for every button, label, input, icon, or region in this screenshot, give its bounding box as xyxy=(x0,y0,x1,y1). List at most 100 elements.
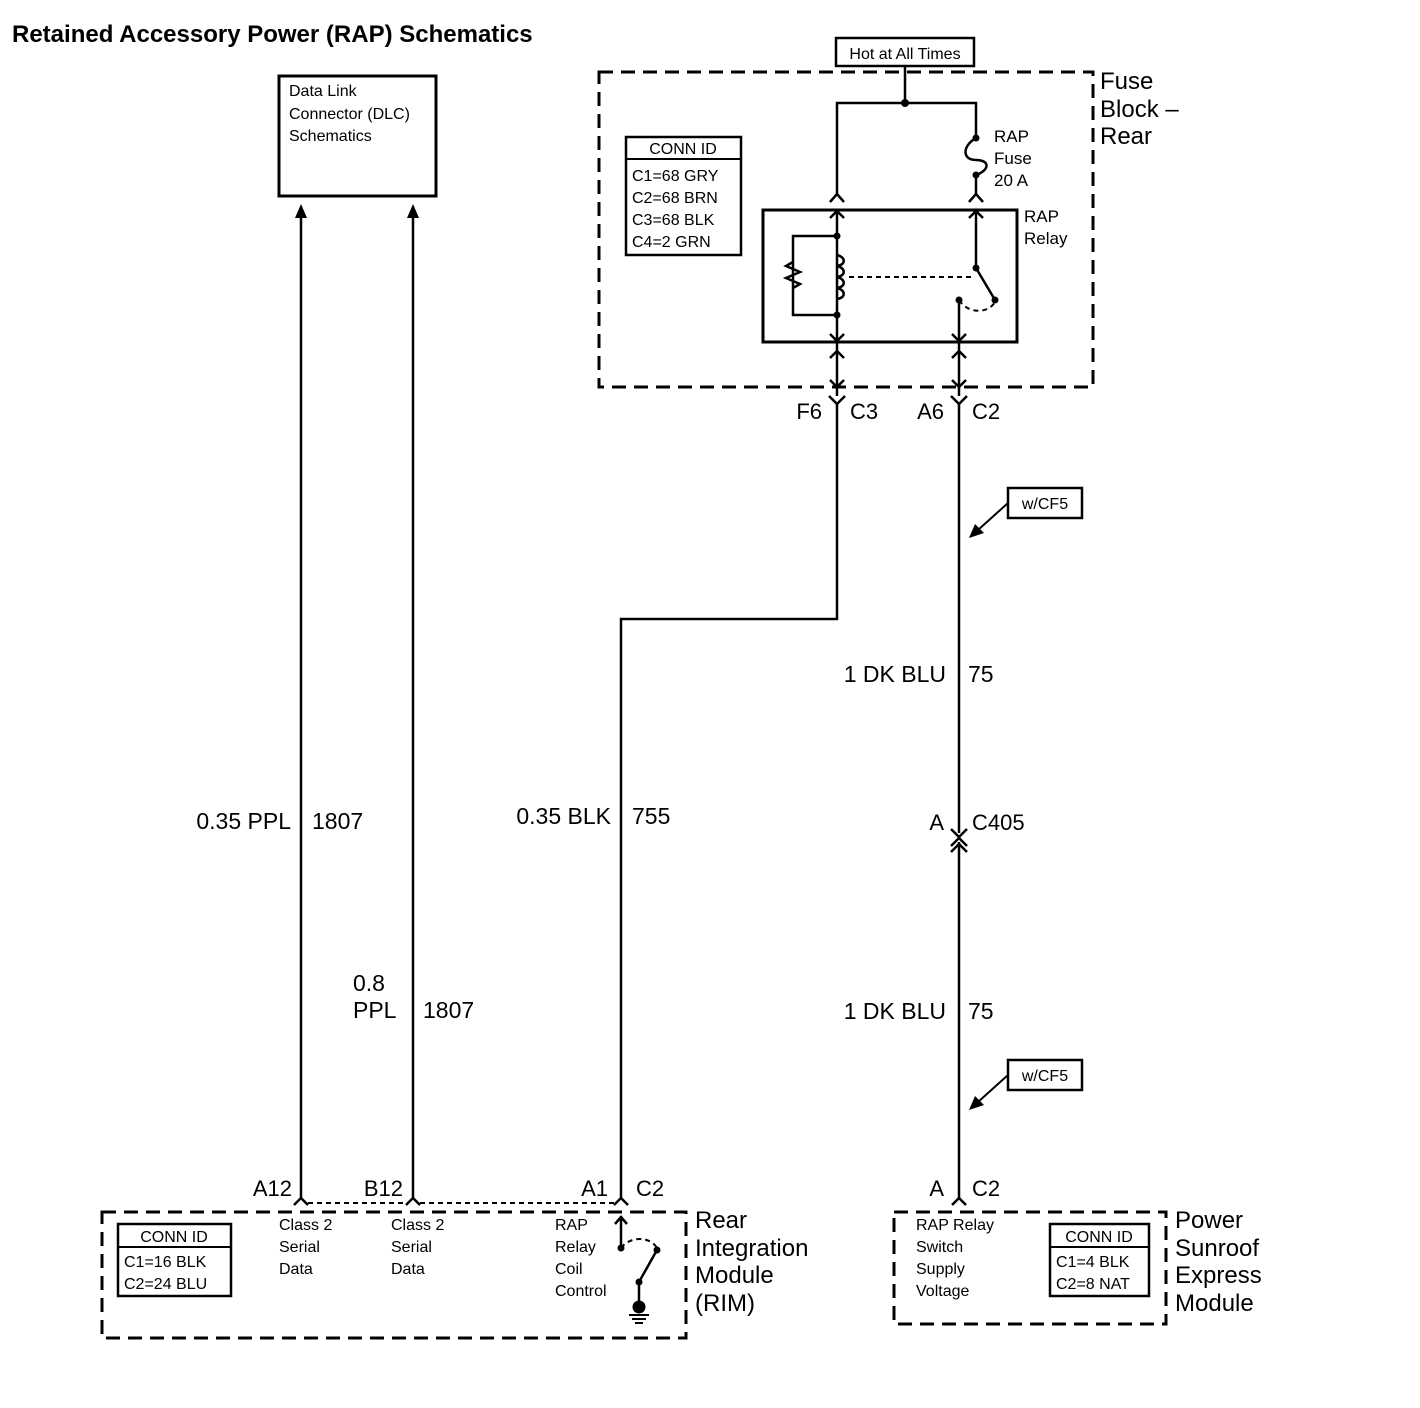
fuse-label-line-3: 20 A xyxy=(994,171,1029,190)
sunroof-pin-desc: Switch xyxy=(916,1239,963,1256)
wire-gauge-label: 0.35 BLK xyxy=(516,803,611,829)
rim-pin-label: B12 xyxy=(364,1176,403,1201)
fuse-label-line-1: RAP xyxy=(994,127,1029,146)
ground-icon xyxy=(632,1300,646,1314)
connector-chevron-icon xyxy=(950,395,968,406)
wire-gauge-label: 1 DK BLU xyxy=(844,998,946,1024)
rim-name-line-3: Module xyxy=(695,1262,774,1289)
wire-circuit-label: 75 xyxy=(968,998,994,1024)
bus-bar-wire xyxy=(835,101,978,195)
fuse-icon xyxy=(964,136,988,177)
wire-gauge-label: PPL xyxy=(353,997,397,1023)
sunroof-pin-desc: Voltage xyxy=(916,1283,969,1300)
fuse-label-line-2: Fuse xyxy=(994,149,1032,168)
connector-chevron-icon xyxy=(613,1196,629,1206)
fuse-block-conn-id-table: CONN ID C1=68 GRY C2=68 BRN C3=68 BLK C4… xyxy=(624,135,743,257)
resistor-icon xyxy=(782,260,804,290)
sunroof-pin-desc: Supply xyxy=(916,1261,965,1278)
hot-at-all-times-label: Hot at All Times xyxy=(834,36,976,68)
sunroof-name-line-1: Power xyxy=(1175,1207,1243,1234)
sunroof-name-line-3: Express xyxy=(1175,1262,1262,1289)
wire-circuit-label: 75 xyxy=(968,661,994,687)
svg-text:w/CF5: w/CF5 xyxy=(1021,496,1068,513)
rim-pin-desc: Class 2 xyxy=(391,1217,444,1234)
inline-connector-pin: A xyxy=(929,810,944,835)
connector-chevron-icon xyxy=(828,395,846,406)
rim-pin-label: A12 xyxy=(253,1176,292,1201)
fuse-block-name-line-2: Block – xyxy=(1100,96,1179,123)
option-tag-lower: w/CF5 xyxy=(969,1058,1084,1110)
conn-id-row: C3=68 BLK xyxy=(632,212,715,229)
sunroof-pin-desc: RAP Relay xyxy=(916,1217,994,1234)
arrow-icon xyxy=(969,1096,984,1110)
rim-pin-desc: Serial xyxy=(279,1239,320,1256)
rim-pin-desc: Data xyxy=(391,1261,425,1278)
sunroof-name-line-4: Module xyxy=(1175,1290,1254,1317)
dlc-label-line-2: Connector (DLC) xyxy=(289,106,410,123)
rim-pin-label: A1 xyxy=(581,1176,608,1201)
conn-id-header: CONN ID xyxy=(1065,1229,1133,1246)
inline-connector-name: C405 xyxy=(972,810,1025,835)
conn-id-header: CONN ID xyxy=(649,141,717,158)
connector-chevron-icon xyxy=(968,192,984,203)
rim-switch-icon xyxy=(637,1249,659,1283)
wire-gauge-label: 0.8 xyxy=(353,970,385,996)
fuse-block-name-line-1: Fuse xyxy=(1100,68,1153,95)
wire-755[interactable] xyxy=(619,404,839,1198)
wire-circuit-label: 755 xyxy=(632,803,670,829)
rim-pin-desc: RAP xyxy=(555,1217,588,1234)
page-title: Retained Accessory Power (RAP) Schematic… xyxy=(12,21,533,48)
pin-label: A6 xyxy=(917,399,944,424)
sunroof-name-line-2: Sunroof xyxy=(1175,1235,1259,1262)
rim-name-line-1: Rear xyxy=(695,1207,747,1234)
conn-id-row: C1=4 BLK xyxy=(1056,1254,1130,1271)
dlc-label-line-1: Data Link xyxy=(289,83,358,100)
connector-label: C3 xyxy=(850,399,878,424)
connector-chevron-icon xyxy=(405,1196,421,1206)
rim-pin-desc: Data xyxy=(279,1261,313,1278)
sunroof-pin-label: A xyxy=(929,1176,944,1201)
rear-integration-module[interactable] xyxy=(100,1210,688,1340)
svg-text:w/CF5: w/CF5 xyxy=(1021,1068,1068,1085)
rim-pin-desc: Control xyxy=(555,1283,607,1300)
relay-switch-icon xyxy=(974,267,997,301)
conn-id-row: C2=68 BRN xyxy=(632,190,718,207)
rim-pin-desc: Coil xyxy=(555,1261,583,1278)
conn-id-row: C1=16 BLK xyxy=(124,1254,207,1271)
dlc-label-line-3: Schematics xyxy=(289,128,372,145)
rim-name-line-2: Integration xyxy=(695,1235,808,1262)
connector-chevron-icon xyxy=(293,1196,309,1206)
arrow-up-icon xyxy=(407,204,419,218)
conn-id-row: C2=24 BLU xyxy=(124,1276,207,1293)
wire-circuit-label: 1807 xyxy=(423,997,474,1023)
option-tag-upper: w/CF5 xyxy=(969,486,1084,538)
wire-circuit-label: 1807 xyxy=(312,808,363,834)
conn-id-row: C4=2 GRN xyxy=(632,234,711,251)
arrow-up-icon xyxy=(295,204,307,218)
conn-id-row: C1=68 GRY xyxy=(632,168,719,185)
rim-connector-label: C2 xyxy=(636,1176,664,1201)
wire-gauge-label: 1 DK BLU xyxy=(844,661,946,687)
conn-id-row: C2=8 NAT xyxy=(1056,1276,1130,1293)
relay-label-line-2: Relay xyxy=(1024,229,1068,248)
sunroof-conn-id-table: CONN ID C1=4 BLK C2=8 NAT xyxy=(1048,1222,1151,1298)
rim-conn-id-table: CONN ID C1=16 BLK C2=24 BLU xyxy=(116,1222,233,1298)
arrow-icon xyxy=(969,524,984,538)
fuse-block-name-line-3: Rear xyxy=(1100,123,1152,150)
connector-chevron-icon xyxy=(951,1196,967,1206)
relay-label-line-1: RAP xyxy=(1024,207,1059,226)
rim-pin-desc: Class 2 xyxy=(279,1217,332,1234)
sunroof-connector-label: C2 xyxy=(972,1176,1000,1201)
rim-pin-desc: Relay xyxy=(555,1239,596,1256)
rim-name-line-4: (RIM) xyxy=(695,1290,755,1317)
wire-gauge-label: 0.35 PPL xyxy=(196,808,291,834)
dlc-box[interactable]: Data Link Connector (DLC) Schematics xyxy=(277,74,438,198)
connector-chevron-icon xyxy=(829,192,845,203)
conn-id-header: CONN ID xyxy=(140,1229,208,1246)
rim-pin-desc: Serial xyxy=(391,1239,432,1256)
connector-label: C2 xyxy=(972,399,1000,424)
fuse-block-rear[interactable] xyxy=(597,70,1095,389)
power-sunroof-express-module[interactable] xyxy=(892,1210,1168,1326)
coil-icon xyxy=(836,253,845,301)
